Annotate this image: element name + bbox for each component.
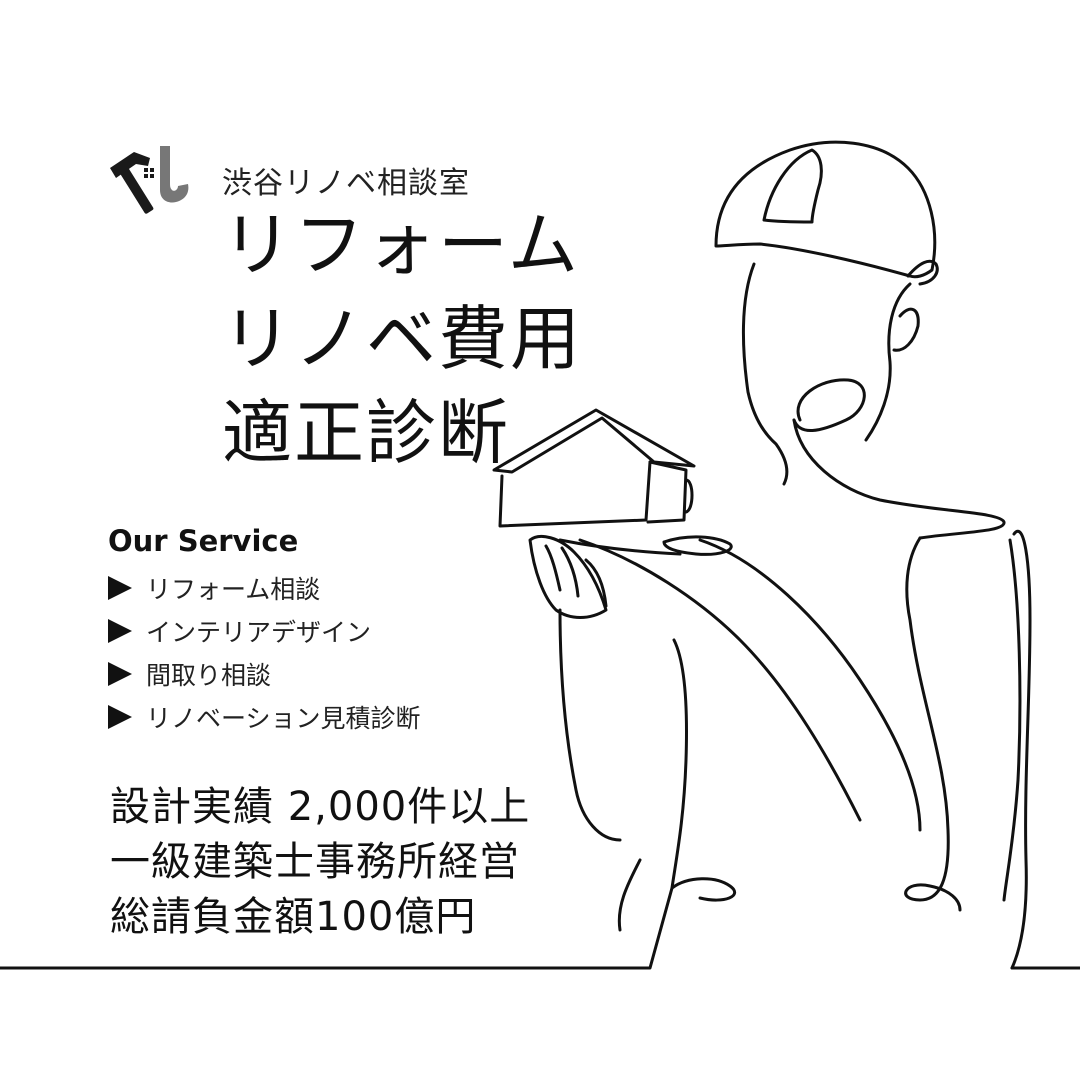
triangle-bullet-icon [108,618,132,643]
ground-line [0,886,1080,970]
service-item: インテリアデザイン [108,609,421,652]
hammer-and-house-logo-icon [110,146,189,214]
triangle-bullet-icon [108,661,132,686]
service-item: 間取り相談 [108,652,421,695]
house-body [498,460,652,528]
credential-total-contract: 総請負金額100億円 [110,894,477,940]
arm-outline [698,538,922,832]
triangle-bullet-icon [108,704,132,729]
headline: リフォーム リノベ費用 適正診断 [222,198,582,480]
ear-outline [892,307,920,352]
service-item: リフォーム相談 [108,566,421,609]
credentials-block: 設計実績 2,000件以上 一級建築士事務所経営 総請負金額100億円 [110,780,530,945]
service-section-title: Our Service [108,524,299,558]
head-outline [741,262,789,486]
service-list: リフォーム相談 インテリアデザイン 間取り相談 リノベーション見積診断 [108,566,421,738]
credential-architect-office: 一級建築士事務所経営 [110,839,520,885]
headline-line-1: リフォーム [222,204,580,286]
service-item-label: リノベーション見積診断 [146,703,421,733]
credential-design-record: 設計実績 2,000件以上 [110,784,531,830]
hard-hat-shape [714,140,937,279]
back-outline [1010,529,1032,970]
headline-line-2: リノベ費用 [222,298,582,380]
organization-name: 渋谷リノベ相談室 [222,166,470,201]
triangle-bullet-icon [108,575,132,600]
headline-line-3: 適正診断 [222,392,510,474]
service-item: リノベーション見積診断 [108,695,421,738]
service-item-label: インテリアデザイン [146,617,372,647]
service-item-label: リフォーム相談 [146,574,321,604]
service-item-label: 間取り相談 [146,660,272,690]
hand-outline [528,535,608,619]
